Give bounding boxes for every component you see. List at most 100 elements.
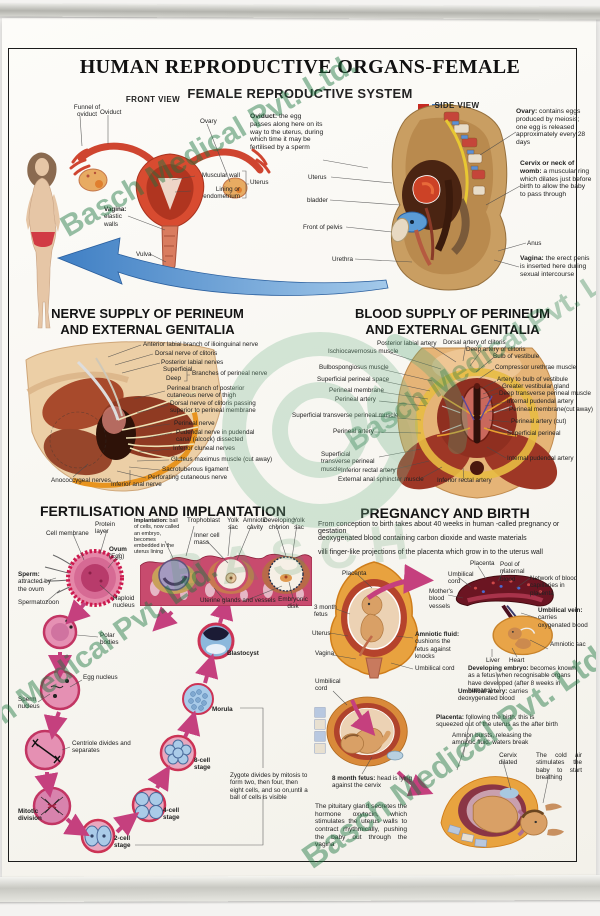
label-anus: Anus: [527, 240, 542, 247]
note-amniotic-fluid: Amniotic fluid: cushions the fetus again…: [415, 631, 463, 660]
blue-curved-arrow: [56, 237, 389, 296]
female-body-illustration: [26, 152, 60, 329]
pregnancy-intro-1: From conception to birth takes about 40 …: [318, 521, 560, 535]
side-view-heading: SIDE VIEW: [434, 101, 480, 110]
label-ovum-term: Ovum: [109, 546, 127, 553]
blood-label-r3: Greater vestibular gland: [502, 383, 570, 390]
label-yolk-sac-2: Yolk sac: [293, 517, 305, 532]
note-8-month-fetus-term: 8 month fetus:: [332, 775, 376, 782]
blood-label-10: Inferior rectal artery: [341, 467, 396, 474]
nerve-label-3: Posterior labial nerves: [161, 359, 224, 366]
label-vagina-front-term: Vagina:: [104, 206, 127, 213]
label-spermatozoon: Spermatozoon: [18, 599, 59, 606]
three-month-fetus-illustration: [329, 561, 419, 679]
note-implantation-term: Implantation:: [134, 518, 168, 524]
fertilisation-heading: FERTILISATION AND IMPLANTATION: [39, 503, 286, 519]
label-uterus-pregnancy: Uterus: [312, 630, 331, 637]
blood-label-t1: Dorsal artery of clitoris: [443, 339, 506, 346]
label-inner-cell-mass: Inner cell mass: [194, 532, 220, 547]
note-zygote: Zygote divides by mitosis to form two, t…: [230, 772, 308, 801]
label-oviduct: Oviduct: [100, 109, 122, 116]
label-2-cell-stage: 2-cell stage: [114, 835, 131, 850]
label-mitotic-division: Mitotic division: [18, 808, 42, 823]
blood-label-8: Perineal artery: [333, 428, 374, 435]
label-muscular-wall: Muscular wall: [201, 172, 240, 179]
eight-month-fetus-illustration: [314, 696, 408, 767]
note-oviduct: Oviduct: the egg passes along here on it…: [250, 113, 324, 152]
label-bladder: bladder: [307, 197, 329, 204]
label-8-cell-stage: 8-cell stage: [194, 757, 211, 772]
label-front-of-pelvis: Front of pelvis: [303, 224, 343, 231]
label-network-capillaries: Network of blood capillaries in placenta: [530, 575, 578, 597]
label-umbilical-cord-2: Umbilical cord: [448, 571, 474, 586]
note-ovary: Ovary: contains eggs produced by meiosis…: [516, 108, 592, 147]
nerve-label-9: Perineal nerve: [174, 420, 215, 427]
nerve-label-5: Deep: [166, 375, 182, 382]
label-cervix-dilated: Cervix dilated: [498, 752, 518, 767]
note-oviduct-term: Oviduct:: [250, 113, 278, 120]
blood-label-t3: Bulb of vestibule: [493, 353, 540, 360]
note-8-month-fetus: 8 month fetus: head is lying against the…: [332, 775, 417, 790]
label-urethra: Urethra: [332, 256, 353, 263]
blood-label-1: Posterior labial artery: [377, 340, 437, 347]
label-sperm-nucleus: Sperm nucleus: [18, 696, 40, 711]
nerve-label-10: Pudendal nerve in pudendal canal (alcock…: [176, 429, 255, 444]
label-uterus-front: Uterus: [250, 179, 269, 186]
note-placenta-birth-term: Placenta:: [436, 714, 464, 721]
blood-label-2: Ischiocavernosus muscle: [328, 348, 399, 355]
blood-label-6: Perineal artery: [335, 396, 376, 403]
poster-border-frame: [8, 48, 577, 862]
label-trophoblast: Trophoblast: [187, 517, 221, 524]
label-ovum: Ovum (Egg): [109, 546, 137, 561]
label-3-month-fetus: 3 month fetus: [314, 604, 337, 619]
blood-label-9: Superficial transverse perineal muscle: [321, 451, 375, 473]
note-amniotic-fluid-term: Amniotic fluid:: [415, 631, 460, 638]
label-lining-endometrium: Lining or endometrium: [203, 186, 240, 201]
label-vagina-pregnancy: Vagina: [315, 650, 335, 657]
label-umbilical-cord-1: Umbilical cord: [415, 665, 455, 672]
label-vagina-front: Vagina: elastic walls: [104, 206, 134, 228]
label-polar-bodies: Polar bodies: [100, 632, 119, 647]
front-view-heading: FRONT VIEW: [125, 95, 181, 104]
label-embryonic-disk: Embryonic disk: [278, 596, 308, 611]
blood-heading-line1: BLOOD SUPPLY OF PERINEUM: [354, 306, 551, 321]
nerve-label-1: Anterior labial branch of ilioinguinal n…: [143, 341, 259, 348]
label-placenta-right: Placenta: [470, 560, 495, 567]
label-ovum-text: (Egg): [109, 553, 125, 561]
label-centriole: Centriole divides and separates: [72, 740, 131, 755]
nerve-label-12: Gluteus maximus muscle (cut away): [171, 456, 273, 463]
note-implantation: Implantation: ball of cells, now called …: [134, 518, 180, 556]
label-sperm: Sperm: attracted by the ovum: [18, 571, 52, 593]
note-umbilical-artery-term: Umbilical artery:: [458, 688, 508, 695]
label-uterine-glands: Uterine glands and vessels: [200, 597, 276, 604]
poster-subtitle: FEMALE REPRODUCTIVE SYSTEM: [187, 86, 413, 101]
note-vagina-term: Vagina:: [520, 255, 544, 262]
label-mothers-blood-vessels: Mother's blood vessels: [429, 588, 453, 610]
label-umbilical-cord-3: Umbilical cord: [315, 678, 341, 693]
pregnancy-intro-2: deoxygenated blood containing carbon dio…: [318, 535, 527, 542]
blood-label-r7: Perineal artery (cut): [511, 418, 567, 425]
pregnancy-heading: PREGNANCY AND BIRTH: [360, 505, 530, 521]
note-cervix-text: a muscular ring which dilates just befor…: [520, 167, 592, 199]
label-liver: Liver: [486, 657, 500, 664]
nerve-label-8: Dorsal nerve of clitoris passing superio…: [170, 400, 256, 415]
label-blastocyst: Blastocyst: [227, 650, 259, 657]
label-haploid-nucleus: Haploid nucleus: [113, 595, 135, 610]
label-placenta-left: Placenta: [342, 570, 367, 577]
nerve-label-15: Anococcygeal nerves: [51, 477, 111, 484]
hanging-rail-bottom: [0, 874, 600, 903]
label-vulva: Vulva: [136, 251, 152, 258]
label-uterus-side: Uterus: [308, 174, 327, 181]
poster-title: HUMAN REPRODUCTIVE ORGANS-FEMALE: [79, 56, 521, 78]
note-vagina-text: the erect penis is inserted here during …: [520, 255, 590, 278]
nerve-label-4: Superficial: [163, 366, 193, 373]
note-amnion-bursts: Amnion bursts, releasing the amniotic fl…: [452, 732, 532, 747]
label-morula: Morula: [212, 706, 233, 713]
note-umbilical-artery: Umbilical artery: carries deoxygenated b…: [458, 688, 558, 703]
note-cold-air: The cold air stimulates the baby to star…: [536, 752, 582, 781]
nerve-label-11: Inferior cluneal nerves: [173, 445, 235, 452]
blood-label-r9: Internal pudendal artery: [507, 455, 574, 462]
